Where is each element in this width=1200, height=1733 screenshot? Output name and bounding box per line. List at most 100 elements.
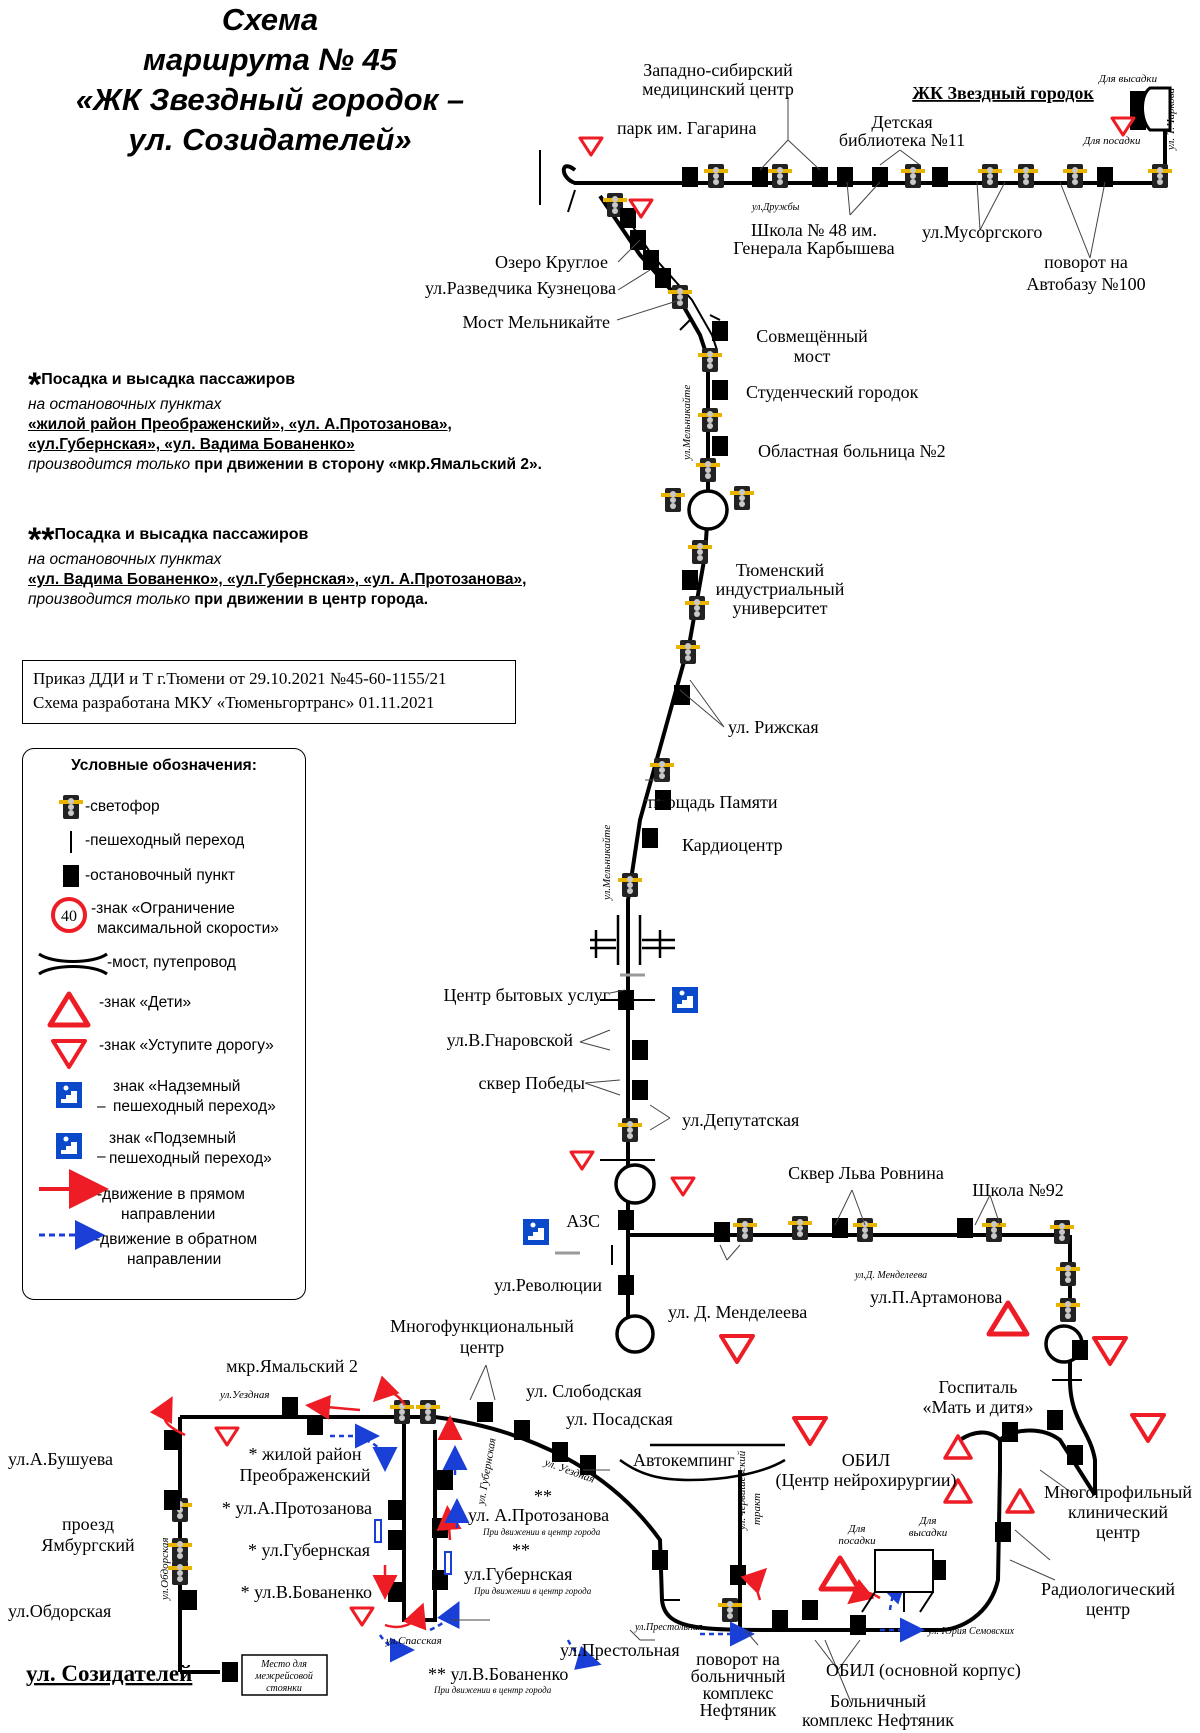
label-kuznetsova: ул.Разведчика Кузнецова bbox=[425, 278, 616, 298]
svg-text:ул.Мельникайте: ул.Мельникайте bbox=[601, 825, 613, 901]
label-yamburg: проезд bbox=[62, 1514, 114, 1534]
label-artamonova: ул.П.Артамонова bbox=[870, 1287, 1002, 1307]
svg-text:ул. Юрия Семовских: ул. Юрия Семовских bbox=[927, 1626, 1015, 1637]
note-1: *Посадка и высадка пассажиров на останов… bbox=[28, 366, 542, 473]
children-sign-icon bbox=[50, 994, 88, 1025]
label-posadskaya: ул. Посадская bbox=[566, 1409, 673, 1429]
yield-sign-icon bbox=[51, 1039, 87, 1069]
label-preobr: * жилой район bbox=[249, 1444, 362, 1464]
label-avtobaza: поворот на bbox=[1044, 252, 1128, 272]
svg-text:ул.Червишевский: ул.Червишевский bbox=[736, 1450, 748, 1531]
order-box: Приказ ДДИ и Т г.Тюмени от 29.10.2021 №4… bbox=[22, 660, 516, 724]
map-labels: Западно-сибирский медицинский центр ЖК З… bbox=[8, 60, 1192, 1730]
svg-text:ул. Т.Чаркова: ул. Т.Чаркова bbox=[1165, 87, 1177, 151]
svg-text:При движении в центр города: При движении в центр города bbox=[433, 1685, 552, 1695]
label-hospital2: Областная больница №2 bbox=[758, 441, 946, 461]
svg-text:ул.Мельникайте: ул.Мельникайте bbox=[681, 385, 693, 461]
svg-text:Место для: Место для bbox=[260, 1659, 307, 1670]
label-neftyanik: Больничный bbox=[830, 1691, 926, 1711]
label-neftyanik-turn: поворот на bbox=[696, 1649, 780, 1669]
svg-text:ул.Уездная: ул.Уездная bbox=[219, 1389, 270, 1401]
label-deputatskaya: ул.Депутатская bbox=[682, 1110, 799, 1130]
svg-text:центр: центр bbox=[460, 1337, 504, 1357]
obil-building bbox=[874, 1549, 934, 1593]
label-radiolog: Радиологический bbox=[1041, 1579, 1175, 1599]
label-gubernskaya-star: * ул.Губернская bbox=[248, 1540, 370, 1560]
label-protozanova2: ул. А.Протозанова bbox=[468, 1505, 609, 1525]
label-slobodskaya: ул. Слободская bbox=[526, 1381, 642, 1401]
label-obdorskaya: ул.Обдорская bbox=[8, 1601, 111, 1621]
label-skver-pobedy: сквер Победы bbox=[478, 1073, 585, 1093]
svg-text:40: 40 bbox=[61, 908, 77, 925]
svg-text:университет: университет bbox=[733, 598, 828, 618]
svg-text:посадки: посадки bbox=[838, 1535, 876, 1547]
label-most: Мост Мельникайте bbox=[462, 312, 610, 332]
svg-text:**: ** bbox=[512, 1540, 530, 1560]
svg-text:«Мать и дитя»: «Мать и дитя» bbox=[923, 1397, 1034, 1417]
label-avtokemping: Автокемпинг bbox=[633, 1450, 735, 1470]
label-school48: Школа № 48 им. bbox=[751, 220, 877, 240]
label-gubernskaya2: ул.Губернская bbox=[464, 1564, 572, 1584]
svg-text:ул. Губернская: ул. Губернская bbox=[475, 1437, 499, 1506]
svg-text:индустриальный: индустриальный bbox=[716, 579, 845, 599]
label-sovm: Совмещённый bbox=[756, 326, 868, 346]
label-ploshchad: площадь Памяти bbox=[648, 792, 778, 812]
svg-text:ул.Дружбы: ул.Дружбы bbox=[751, 202, 800, 213]
label-obil: ОБИЛ bbox=[842, 1450, 891, 1470]
label-park: парк им. Гагарина bbox=[617, 118, 756, 138]
svg-text:больничный: больничный bbox=[691, 1666, 786, 1686]
stop-icon bbox=[63, 865, 79, 887]
svg-text:ул.Престольная: ул.Престольная bbox=[634, 1622, 703, 1633]
svg-text:мост: мост bbox=[794, 346, 831, 366]
label-bushueva: ул.А.Бушуева bbox=[8, 1449, 113, 1469]
label-azs: АЗС bbox=[566, 1211, 600, 1231]
svg-text:Генерала Карбышева: Генерала Карбышева bbox=[733, 238, 894, 258]
label-library: Детская bbox=[871, 112, 932, 132]
label-protozanova-star: * ул.А.Протозанова bbox=[222, 1498, 372, 1518]
label-mendeleeva: ул. Д. Менделеева bbox=[668, 1302, 807, 1322]
legend-title: Условные обозначения: bbox=[71, 757, 257, 774]
svg-text:медицинский центр: медицинский центр bbox=[642, 79, 794, 99]
label-mfc: Многофункциональный bbox=[390, 1316, 574, 1336]
svg-text:клинический: клинический bbox=[1068, 1502, 1168, 1522]
label-rizhskaya: ул. Рижская bbox=[728, 717, 819, 737]
label-gnarovskoy: ул.В.Гнаровской bbox=[447, 1030, 574, 1050]
legend: Условные обозначения: 40 -светофор -пеше… bbox=[22, 748, 306, 1300]
svg-text:Для высадки: Для высадки bbox=[1098, 73, 1158, 85]
svg-text:центр: центр bbox=[1086, 1599, 1130, 1619]
svg-text:ул.Д. Менделеева: ул.Д. Менделеева bbox=[854, 1270, 927, 1281]
label-prestolnaya: ул.Престольная bbox=[560, 1640, 680, 1660]
svg-text:высадки: высадки bbox=[909, 1527, 948, 1539]
svg-text:ул.Обдорская: ул.Обдорская bbox=[159, 1537, 171, 1601]
leader-lines bbox=[450, 97, 1106, 1706]
svg-text:межрейсовой: межрейсовой bbox=[254, 1671, 313, 1682]
label-bovanenko2: ** ул.В.Бованенко bbox=[428, 1664, 568, 1684]
label-school92: Школа №92 bbox=[972, 1180, 1063, 1200]
svg-text:Для: Для bbox=[919, 1515, 937, 1527]
svg-text:Автобазу №100: Автобазу №100 bbox=[1026, 274, 1145, 294]
bridge-icon bbox=[38, 952, 108, 976]
svg-text:При движении в центр города: При движении в центр города bbox=[482, 1527, 601, 1537]
svg-text:тракт: тракт bbox=[751, 1493, 763, 1525]
label-bovanenko-star: * ул.В.Бованенко bbox=[241, 1582, 372, 1602]
svg-text:Нефтяник: Нефтяник bbox=[700, 1700, 777, 1720]
label-student: Студенческий городок bbox=[746, 382, 919, 402]
svg-text:ул.Спасская: ул.Спасская bbox=[385, 1635, 442, 1647]
svg-text:Для посадки: Для посадки bbox=[1083, 135, 1141, 147]
svg-text:библиотека №11: библиотека №11 bbox=[839, 130, 965, 150]
label-mnogoprof: Многопрофильный bbox=[1044, 1482, 1192, 1502]
svg-text:**: ** bbox=[534, 1486, 552, 1506]
label-ozero: Озеро Круглое bbox=[495, 252, 608, 272]
speed-sign-icon bbox=[51, 897, 87, 933]
map-title: Схема маршрута № 45 «ЖК Звездный городок… bbox=[75, 2, 465, 157]
label-zk: ЖК Звездный городок bbox=[912, 83, 1094, 103]
svg-text:центр: центр bbox=[1096, 1522, 1140, 1542]
label-cbu: Центр бытовых услуг bbox=[443, 985, 610, 1005]
label-tiu: Тюменский bbox=[736, 560, 825, 580]
roundabouts bbox=[614, 489, 1084, 1364]
traffic-light-icon bbox=[59, 795, 83, 819]
label-cardio: Кардиоцентр bbox=[682, 835, 783, 855]
note-2: **Посадка и высадка пассажиров на остано… bbox=[28, 521, 527, 608]
overpass-sign-icon bbox=[56, 1082, 82, 1108]
